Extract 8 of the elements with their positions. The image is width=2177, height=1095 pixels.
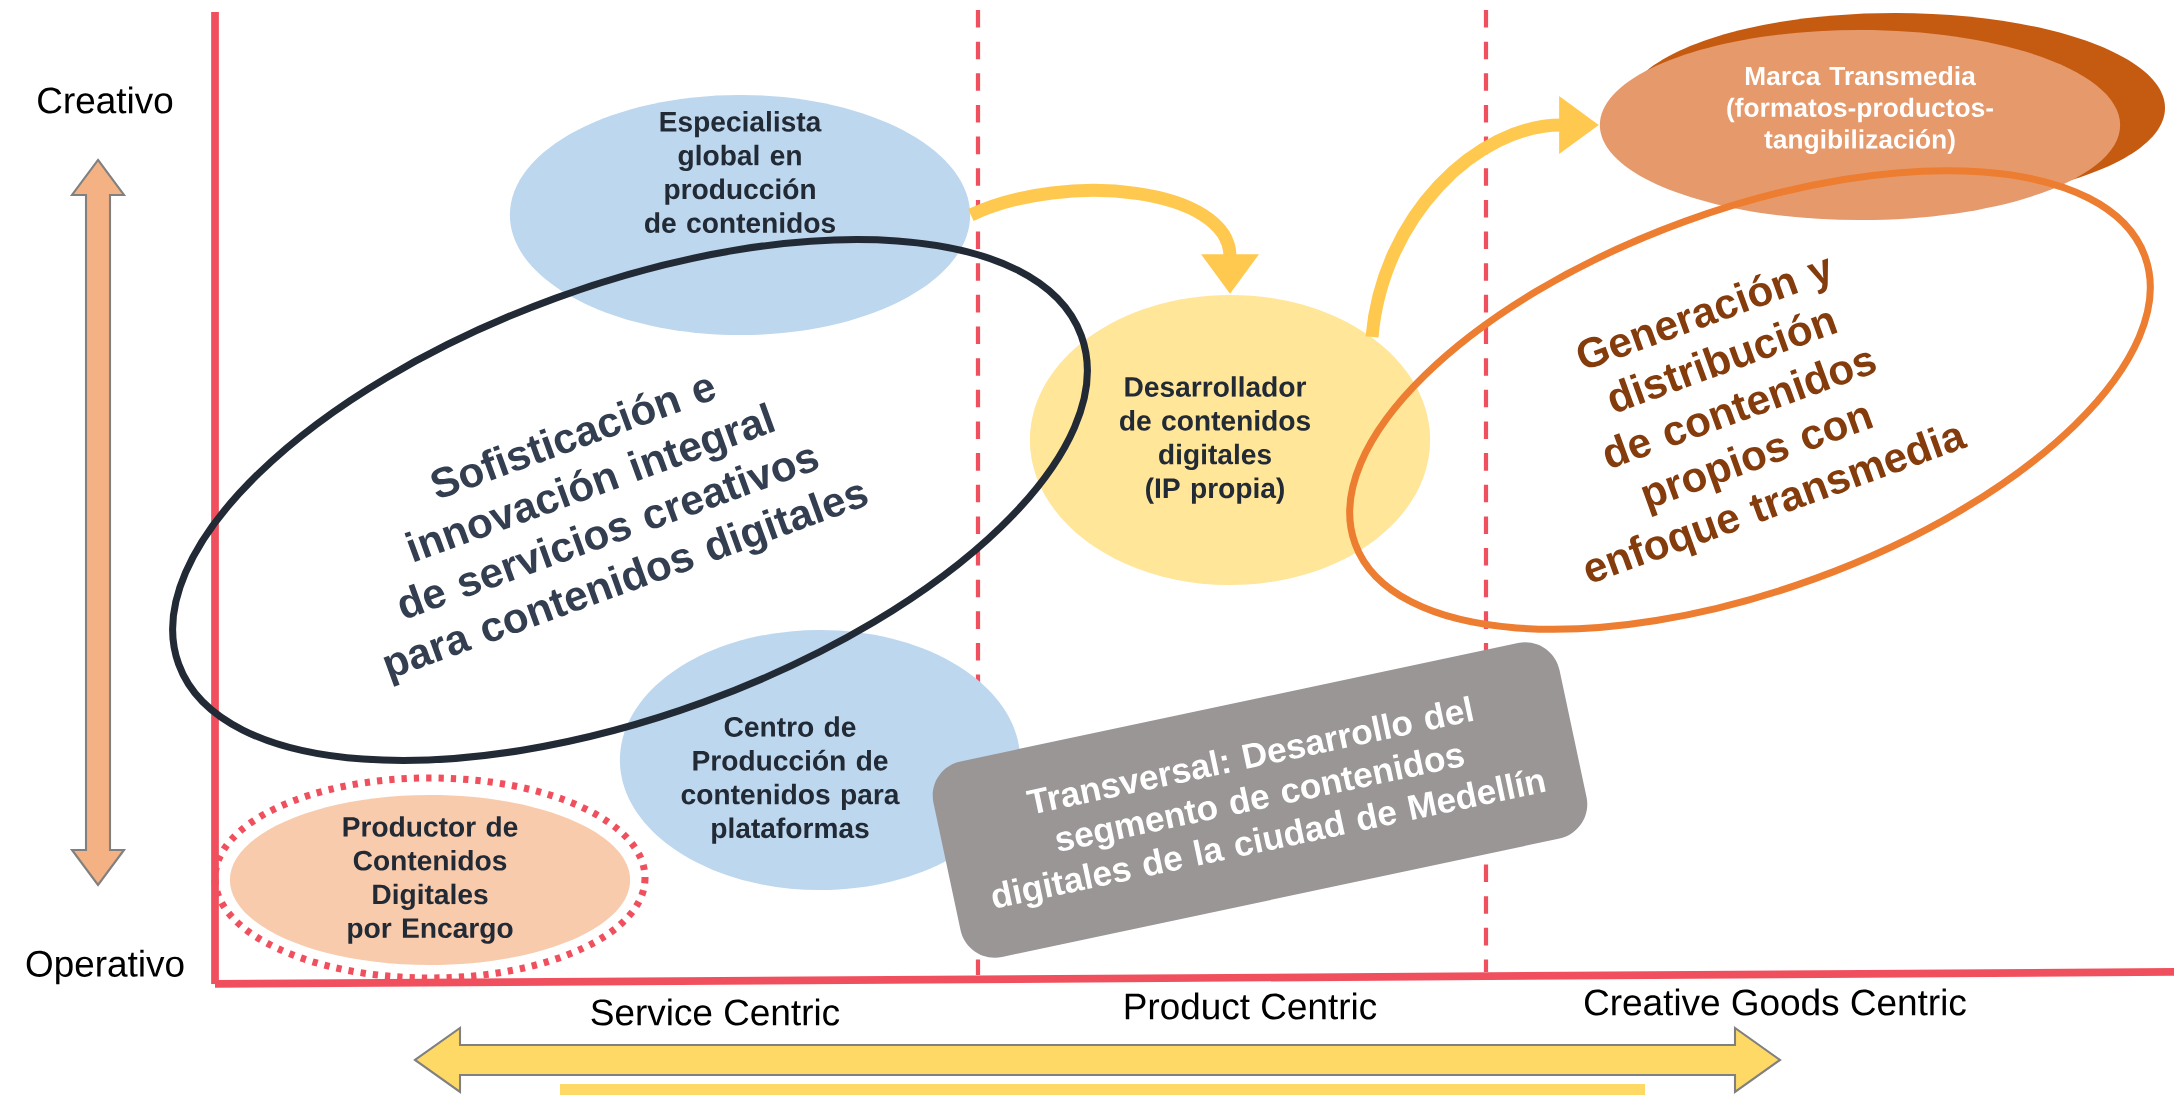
- ellipse-node: Desarrollador de contenidos digitales (IP propia): [1029, 294, 1431, 586]
- axis-label: Creativo: [38, 86, 173, 114]
- ellipse-node: Productor de Contenidos Digitales por Encargo: [211, 774, 649, 982]
- axis-label: Service Centric: [591, 998, 840, 1026]
- axis-label: Product Centric: [1125, 992, 1377, 1020]
- ellipse-node: Especialista global en producción de contenidos: [509, 94, 971, 336]
- ellipse-node: Marca Transmedia (formatos-productos-tangibilización): [1599, 13, 2165, 221]
- axis-label: Creative Goods Centric: [1585, 988, 1966, 1016]
